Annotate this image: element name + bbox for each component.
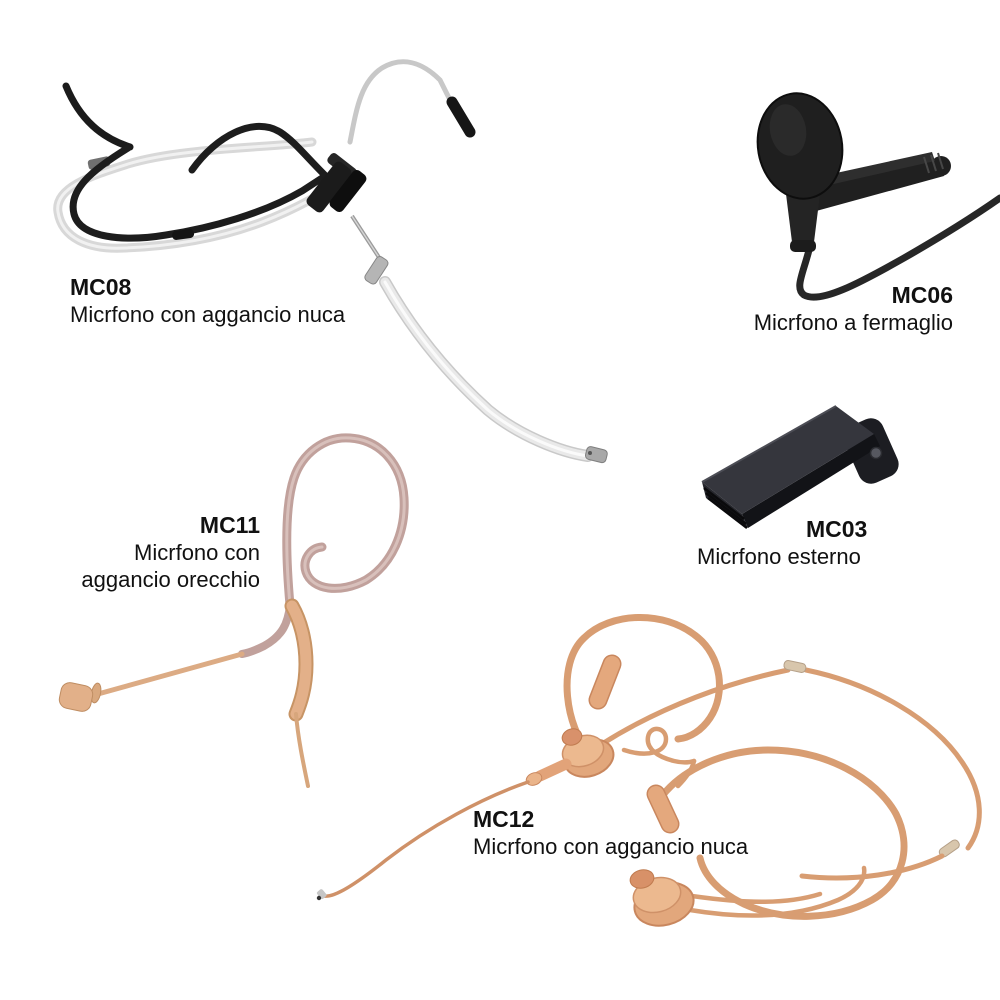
mc08-neckband-highlight — [56, 140, 340, 250]
mc03-product-image — [701, 405, 899, 530]
mc12-boom-sleeve — [534, 758, 572, 782]
product-label-mc08: MC08 Micrfono con aggancio nuca — [70, 274, 345, 328]
mc12-center-capsule — [561, 728, 615, 778]
mc11-microphone-capsule — [58, 682, 94, 712]
mc03-clip-screw — [869, 446, 883, 460]
mc12-ear-hook-upper — [563, 614, 723, 758]
mc11-product-image — [58, 433, 409, 788]
product-label-mc03-code: MC03 — [806, 516, 867, 543]
mc12-foam-tip-upper — [590, 656, 620, 708]
mc03-figure — [690, 390, 920, 540]
mc12-boom-tip-hole — [316, 895, 322, 901]
mc11-ear-hook — [282, 433, 409, 610]
mc11-elbow — [238, 601, 294, 658]
mc12-mic-boom — [322, 780, 530, 898]
product-code-mc12: MC12 — [473, 806, 535, 832]
mc12-ear-hook-lower — [658, 746, 908, 920]
mc06-product-image — [756, 92, 1000, 301]
mc06-cable — [796, 194, 1000, 301]
product-description-mc12: Micrfono con aggancio nuca — [473, 834, 749, 859]
product-label-mc12: MC12 Micrfono con aggancio nuca — [473, 806, 748, 860]
mc06-foam-highlight — [769, 104, 807, 156]
mc12-neckband-right — [803, 667, 982, 851]
mc12-earpiece-wire-1 — [689, 891, 823, 904]
mc12-earpiece-wire-2 — [687, 865, 867, 918]
mc06-figure — [700, 60, 1000, 320]
product-code-mc08: MC08 — [70, 274, 132, 300]
mc08-product-image — [53, 59, 608, 464]
mc12-product-image — [316, 614, 982, 927]
mc11-cable — [294, 712, 310, 788]
mc12-wire-curl — [621, 726, 697, 765]
product-description-mc11-line2: aggancio orecchio — [81, 567, 260, 592]
mc12-foam-tip-lower — [648, 786, 678, 832]
mc12-earpiece-disc — [629, 869, 695, 927]
mc08-black-cable-lower — [69, 144, 326, 242]
mc06-body — [785, 186, 821, 242]
mc08-rod-highlight — [351, 215, 383, 263]
product-label-mc11: MC11 Micrfono con aggancio orecchio — [81, 512, 260, 593]
mc11-figure — [40, 420, 440, 810]
product-description-mc06: Micrfono a fermaglio — [753, 310, 953, 335]
mc03-body-edge — [742, 434, 880, 528]
mc06-body-neck — [790, 240, 816, 252]
mc11-boom — [95, 651, 245, 697]
mc12-neckband-left — [599, 667, 791, 747]
mc06-clip — [792, 152, 951, 216]
mc08-boom-tip — [584, 446, 608, 464]
product-description-mc11-line1: Micrfono con — [134, 540, 260, 565]
mc08-boom-highlight — [383, 280, 590, 458]
mc03-body-top — [702, 406, 874, 514]
mc12-connector-sleeve-top — [783, 660, 807, 673]
mc08-black-wire-end — [62, 82, 134, 151]
product-code-mc06: MC06 — [891, 282, 953, 308]
product-label-mc06: MC06 Micrfono a fermaglio — [754, 282, 953, 336]
product-code-mc11: MC11 — [199, 512, 260, 538]
mc12-figure — [290, 598, 1000, 938]
mc08-cable-bead — [172, 229, 195, 240]
mc08-black-cable-arch — [188, 122, 340, 190]
mc03-top-edge-highlight — [701, 405, 837, 483]
mc08-grey-wire — [347, 59, 453, 145]
mc12-neckband-tail — [799, 853, 945, 881]
mc08-wire-tip — [446, 96, 476, 138]
product-code-mc03: MC03 — [806, 516, 868, 542]
product-description-mc03: Micrfono esterno — [697, 544, 861, 569]
product-description-mc08: Micrfono con aggancio nuca — [70, 302, 346, 327]
mc03-vent-grooves — [703, 486, 748, 530]
mc08-tip-hole — [588, 451, 592, 455]
mc08-junction-block — [306, 153, 367, 213]
mc11-hook-highlight — [285, 436, 406, 607]
mc08-figure — [40, 20, 620, 480]
mc11-body — [286, 600, 312, 720]
product-label-mc03-desc: Micrfono esterno — [697, 543, 861, 570]
mc08-joint-sleeve — [364, 256, 389, 285]
